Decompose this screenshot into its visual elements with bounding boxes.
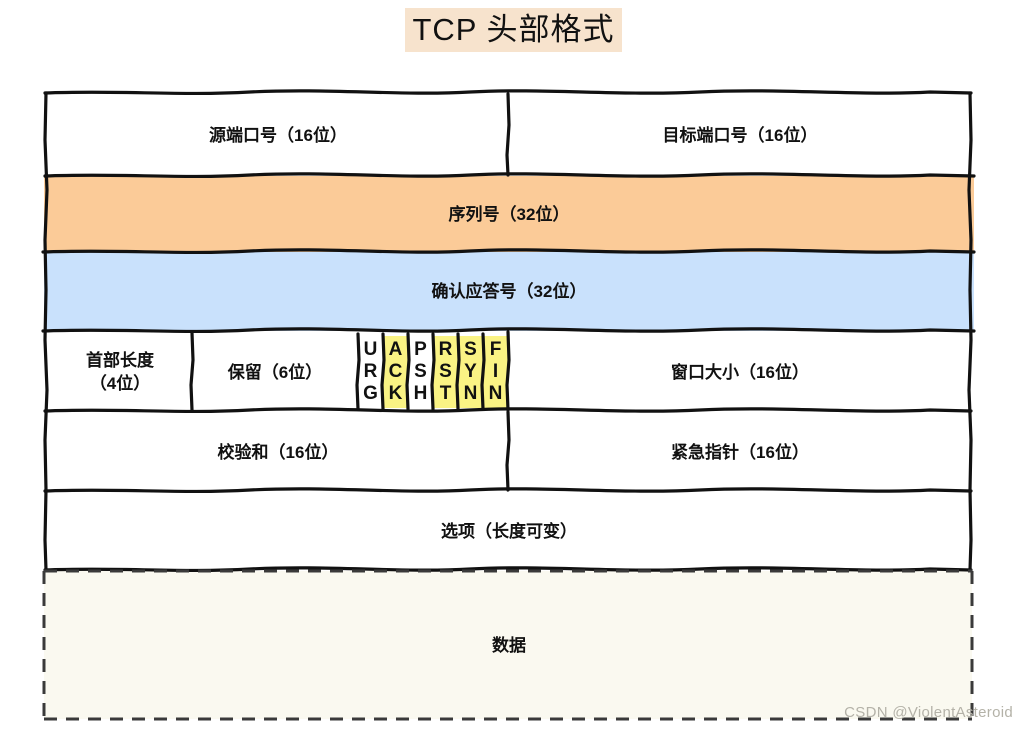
- flag-fill-ack: [383, 336, 408, 408]
- flag-fin: F I N: [483, 336, 508, 408]
- flag-fill-rst: [433, 336, 458, 408]
- flag-fill-syn: [458, 336, 483, 408]
- flag-rst-letter-1: S: [439, 361, 452, 382]
- flag-fin-letter-2: N: [488, 383, 503, 404]
- flag-urg-letter-1: R: [363, 361, 378, 382]
- flag-fill-fin: [483, 336, 508, 408]
- field-header-length: 首部长度 （4位）: [86, 351, 154, 393]
- flag-syn-letter-1: Y: [464, 361, 477, 382]
- flag-rst: R S T: [433, 336, 458, 408]
- flag-ack-letter-1: C: [388, 361, 403, 382]
- flag-urg: U R G: [358, 336, 383, 408]
- data-section-band: [44, 571, 972, 719]
- field-sequence-number: 序列号（32位）: [448, 204, 570, 224]
- sequence-number-band: [44, 176, 974, 252]
- page-title: TCP 头部格式: [0, 8, 1027, 52]
- flag-syn: S Y N: [458, 336, 483, 408]
- field-checksum: 校验和（16位）: [217, 442, 339, 462]
- flag-psh-letter-1: S: [414, 361, 427, 382]
- field-window-size: 窗口大小（16位）: [671, 362, 809, 382]
- field-reserved: 保留（6位）: [227, 362, 323, 382]
- field-options: 选项（长度可变）: [441, 521, 577, 541]
- flag-ack-letter-2: K: [388, 383, 403, 404]
- flag-psh-letter-0: P: [414, 339, 427, 360]
- flag-urg-letter-0: U: [363, 339, 378, 360]
- flag-fin-letter-1: I: [492, 361, 499, 382]
- field-destination-port: 目标端口号（16位）: [662, 125, 818, 145]
- flag-syn-letter-0: S: [464, 339, 477, 360]
- field-urgent-pointer: 紧急指针（16位）: [671, 442, 809, 462]
- flag-rst-letter-2: T: [439, 383, 452, 404]
- flag-urg-letter-2: G: [363, 383, 378, 404]
- field-source-port: 源端口号（16位）: [209, 125, 347, 145]
- flag-psh: P S H: [408, 336, 433, 408]
- watermark: CSDN @ViolentAsteroid: [844, 704, 1013, 721]
- acknowledgement-number-band: [44, 252, 974, 331]
- field-acknowledgement-number: 确认应答号（32位）: [431, 282, 587, 301]
- flag-psh-letter-2: H: [413, 383, 428, 404]
- flag-syn-letter-2: N: [463, 383, 478, 404]
- field-data: 数据: [492, 635, 526, 655]
- flag-fin-letter-0: F: [489, 339, 502, 360]
- flag-ack: A C K: [383, 336, 408, 408]
- page-title-text: TCP 头部格式: [405, 8, 622, 52]
- flag-ack-letter-0: A: [388, 339, 403, 360]
- flag-rst-letter-0: R: [438, 339, 453, 360]
